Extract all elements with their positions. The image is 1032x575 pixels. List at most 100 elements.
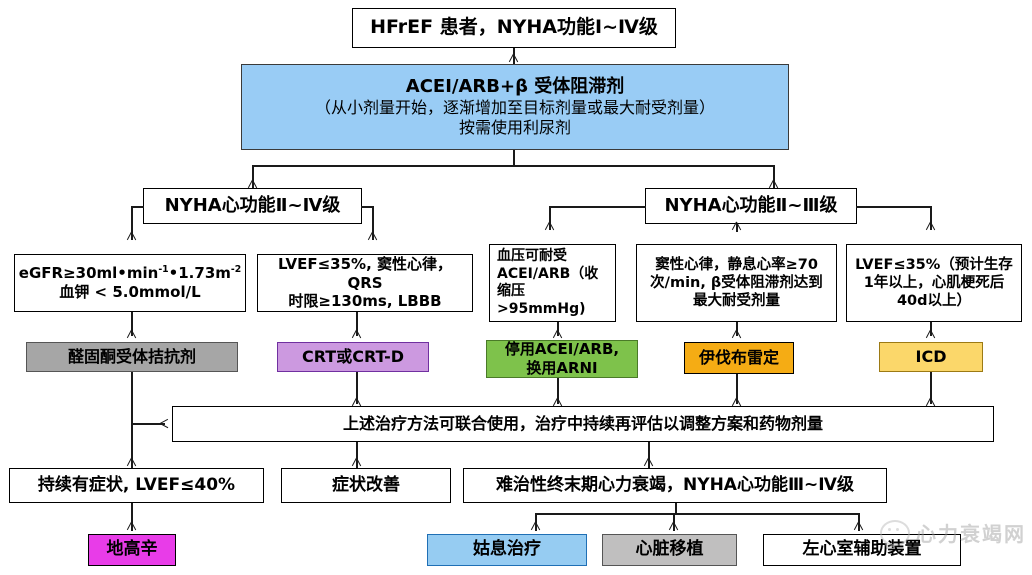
- criteria-crt-line-2: 时限≥130ms, LBBB: [288, 292, 442, 311]
- node-outcome-refractory: 难治性终末期心力衰竭，NYHA心功能Ⅲ~Ⅳ级: [463, 468, 887, 503]
- arrowhead-crt: [351, 330, 362, 340]
- node-treatment-crt: CRT或CRT-D: [277, 342, 429, 372]
- arrowhead-bp: [544, 222, 555, 232]
- node-criteria-egfr: eGFR≥30ml•min-1•1.73m-2 血钾 < 5.0mmol/L: [14, 254, 246, 312]
- connector-right-fan-right-drop: [930, 206, 932, 230]
- connector-mra-down-long: [131, 372, 133, 468]
- node-outcome-improved: 症状改善: [281, 468, 451, 503]
- arrowhead-title-to-therapy: [508, 54, 519, 64]
- arrowhead-crt-criteria: [367, 232, 378, 242]
- arrowhead-ivabradine: [731, 330, 742, 340]
- criteria-crt-line-1: LVEF≤35%, 窦性心律，QRS: [278, 254, 452, 292]
- criteria-hr-line-1: 窦性心律，静息心率≥70: [655, 256, 818, 273]
- connector-left-fan-out-r: [361, 206, 374, 208]
- criteria-egfr-pre: eGFR≥30ml•min: [18, 264, 159, 283]
- node-hfref-title-label: HFrEF 患者，NYHA功能Ⅰ~Ⅳ级: [370, 16, 658, 39]
- node-final-digoxin-label: 地高辛: [106, 539, 158, 560]
- node-final-lvad: 左心室辅助装置: [763, 534, 961, 566]
- criteria-bp-line-1: 血压可耐受: [497, 248, 567, 264]
- node-criteria-bp: 血压可耐受 ACEI/ARB（收 缩压 >95mmHg): [489, 244, 616, 322]
- criteria-hr-line-2: 次/min, β受体阻滞剂达到: [650, 274, 823, 291]
- therapy-line-1: ACEI/ARB+β 受体阻滞剂: [405, 75, 625, 97]
- criteria-bp-line-3: 缩压: [497, 283, 525, 299]
- treatment-arni-line-2: 换用ARNI: [526, 359, 598, 377]
- connector-bus-left-drop: [252, 165, 254, 188]
- node-final-lvad-label: 左心室辅助装置: [802, 539, 922, 560]
- connector-persistent-to-digoxin: [131, 503, 133, 531]
- node-criteria-hr: 窦性心律，静息心率≥70 次/min, β受体阻滞剂达到 最大耐受剂量: [636, 244, 837, 322]
- connector-right-fan-left: [549, 206, 646, 208]
- node-final-palliative-label: 姑息治疗: [473, 539, 541, 560]
- connector-bus-right-drop: [773, 165, 775, 188]
- arrowhead-lvad: [853, 522, 864, 532]
- criteria-icd-line-3: 40d以上）: [896, 293, 972, 310]
- node-treatment-ivabradine: 伊伐布雷定: [684, 342, 794, 374]
- connector-egfr-to-mra: [131, 312, 133, 336]
- connector-crt-to-crt: [356, 312, 358, 336]
- connector-split-bus: [252, 165, 774, 167]
- therapy-line-2: （从小剂量开始，逐渐增加至目标剂量或最大耐受剂量）: [314, 98, 715, 118]
- connector-refractory-bus: [535, 513, 859, 515]
- therapy-line-3: 按需使用利尿剂: [458, 118, 571, 138]
- connector-combine-to-improve: [356, 442, 358, 468]
- criteria-bp-line-2: ACEI/ARB（收: [497, 265, 599, 282]
- connector-crt-to-combine: [356, 372, 358, 404]
- connector-left-fan-r: [372, 206, 374, 240]
- node-treatment-arni: 停用ACEI/ARB, 换用ARNI: [486, 340, 638, 378]
- arrowhead-icd: [925, 330, 936, 340]
- node-treatment-mra: 醛固酮受体拮抗剂: [26, 342, 238, 372]
- node-combined-therapy-label: 上述治疗方法可联合使用，治疗中持续再评估以调整方案和药物剂量: [342, 414, 823, 433]
- connector-ivabradine-to-combine: [736, 374, 738, 404]
- connector-left-fan-out-l: [131, 206, 144, 208]
- connector-combine-to-refractory: [648, 442, 650, 468]
- criteria-icd-line-2: 1年以上，心肌梗死后: [863, 274, 1005, 291]
- connector-mra-to-combine: [131, 423, 165, 425]
- node-outcome-persistent-label: 持续有症状, LVEF≤40%: [37, 474, 236, 495]
- node-treatment-icd: ICD: [879, 342, 983, 372]
- node-outcome-improved-label: 症状改善: [332, 474, 400, 495]
- arrowhead-hr: [731, 222, 742, 232]
- criteria-egfr-sup1: -1: [158, 264, 169, 276]
- arrowhead-persist-symptoms: [126, 458, 137, 468]
- node-hfref-title: HFrEF 患者，NYHA功能Ⅰ~Ⅳ级: [352, 8, 676, 48]
- node-nyha-2-4-label: NYHA心功能Ⅱ~Ⅳ级: [164, 194, 341, 216]
- node-criteria-icd: LVEF≤35%（预计生存 1年以上，心肌梗死后 40d以上）: [846, 244, 1022, 322]
- node-final-transplant-label: 心脏移植: [635, 539, 704, 560]
- criteria-egfr-sup2: -2: [230, 264, 242, 276]
- connector-right-fan-right: [856, 206, 931, 208]
- connector-therapy-down: [513, 150, 515, 166]
- connector-left-fan-l: [131, 206, 133, 240]
- criteria-bp-line-4: >95mmHg): [497, 300, 586, 317]
- node-final-digoxin: 地高辛: [88, 534, 176, 566]
- treatment-icd-label: ICD: [915, 347, 947, 366]
- arrowhead-transplant: [668, 522, 679, 532]
- arrowhead-arni: [552, 330, 563, 340]
- arrowhead-refractory: [643, 458, 654, 468]
- criteria-egfr-mid: •1.73m: [168, 264, 231, 283]
- node-final-transplant: 心脏移植: [602, 534, 737, 566]
- node-outcome-refractory-label: 难治性终末期心力衰竭，NYHA心功能Ⅲ~Ⅳ级: [496, 474, 854, 495]
- treatment-arni-line-1: 停用ACEI/ARB,: [504, 340, 620, 359]
- connector-icd-to-combine: [930, 372, 932, 404]
- treatment-crt-label: CRT或CRT-D: [301, 347, 405, 366]
- arrowhead-combine-left: [160, 418, 170, 429]
- node-nyha-2-3: NYHA心功能Ⅱ~Ⅲ级: [645, 188, 857, 224]
- connector-arni-to-combine: [557, 378, 559, 404]
- arrowhead-egfr: [126, 232, 137, 242]
- node-criteria-crt: LVEF≤35%, 窦性心律，QRS 时限≥130ms, LBBB: [257, 254, 473, 312]
- treatment-mra-label: 醛固酮受体拮抗剂: [67, 347, 196, 366]
- node-acei-arb-beta-blocker: ACEI/ARB+β 受体阻滞剂 （从小剂量开始，逐渐增加至目标剂量或最大耐受剂…: [241, 64, 789, 150]
- arrowhead-icd-criteria: [925, 222, 936, 232]
- arrowhead-mra: [126, 330, 137, 340]
- node-combined-therapy: 上述治疗方法可联合使用，治疗中持续再评估以调整方案和药物剂量: [172, 406, 994, 442]
- connector-right-fan-left-drop: [549, 206, 551, 230]
- node-nyha-2-3-label: NYHA心功能Ⅱ~Ⅲ级: [664, 194, 838, 216]
- criteria-egfr-line-1: eGFR≥30ml•min-1•1.73m-2: [15, 264, 245, 283]
- criteria-icd-line-1: LVEF≤35%（预计生存: [855, 256, 1013, 273]
- node-final-palliative: 姑息治疗: [427, 534, 587, 566]
- arrowhead-palliative: [530, 522, 541, 532]
- node-nyha-2-4: NYHA心功能Ⅱ~Ⅳ级: [143, 188, 362, 224]
- node-outcome-persistent: 持续有症状, LVEF≤40%: [9, 468, 264, 503]
- arrowhead-improve: [351, 458, 362, 468]
